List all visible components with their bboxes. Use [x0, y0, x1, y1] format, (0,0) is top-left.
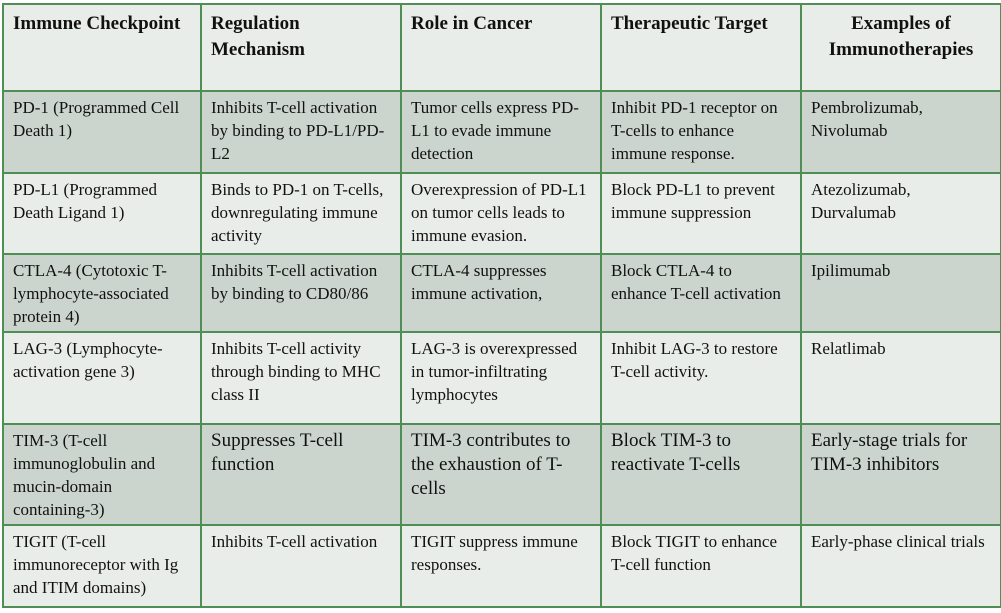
cell: Block CTLA-4 to enhance T-cell activatio…: [600, 253, 802, 333]
table-row: TIM-3 (T-cell immunoglobulin and mucin-d…: [2, 423, 1001, 526]
cell: PD-L1 (Programmed Death Ligand 1): [2, 172, 202, 255]
cell: Suppresses T-cell function: [200, 423, 402, 526]
cell: Block TIM-3 to reactivate T-cells: [600, 423, 802, 526]
cell: TIGIT (T-cell immunoreceptor with Ig and…: [2, 524, 202, 608]
cell: LAG-3 (Lymphocyte-activation gene 3): [2, 331, 202, 425]
header-row: Immune Checkpoint Regulation Mechanism R…: [2, 3, 1001, 92]
table-row: PD-L1 (Programmed Death Ligand 1)Binds t…: [2, 172, 1001, 255]
cell: Binds to PD-1 on T-cells, downregulating…: [200, 172, 402, 255]
cell: Inhibit LAG-3 to restore T-cell activity…: [600, 331, 802, 425]
table-row: TIGIT (T-cell immunoreceptor with Ig and…: [2, 524, 1001, 608]
cell: Inhibit PD-1 receptor on T-cells to enha…: [600, 90, 802, 174]
header-regulation-mechanism: Regulation Mechanism: [200, 3, 402, 92]
cell: Inhibits T-cell activation by binding to…: [200, 90, 402, 174]
table-row: LAG-3 (Lymphocyte-activation gene 3)Inhi…: [2, 331, 1001, 425]
header-therapeutic-target: Therapeutic Target: [600, 3, 802, 92]
cell: Inhibits T-cell activity through binding…: [200, 331, 402, 425]
cell: Relatlimab: [800, 331, 1001, 425]
immune-checkpoint-table: Immune Checkpoint Regulation Mechanism R…: [2, 3, 1001, 608]
cell: Atezolizumab, Durvalumab: [800, 172, 1001, 255]
table-row: CTLA-4 (Cytotoxic T-lymphocyte-associate…: [2, 253, 1001, 333]
table-row: PD-1 (Programmed Cell Death 1)Inhibits T…: [2, 90, 1001, 174]
cell: Pembrolizumab, Nivolumab: [800, 90, 1001, 174]
cell: Early-stage trials for TIM-3 inhibitors: [800, 423, 1001, 526]
cell: Inhibits T-cell activation: [200, 524, 402, 608]
cell: Block PD-L1 to prevent immune suppressio…: [600, 172, 802, 255]
cell: PD-1 (Programmed Cell Death 1): [2, 90, 202, 174]
cell: Early-phase clinical trials: [800, 524, 1001, 608]
header-examples: Examples of Immunotherapies: [800, 3, 1001, 92]
cell: TIM-3 (T-cell immunoglobulin and mucin-d…: [2, 423, 202, 526]
cell: LAG-3 is overexpressed in tumor-infiltra…: [400, 331, 602, 425]
cell: TIGIT suppress immune responses.: [400, 524, 602, 608]
cell: Block TIGIT to enhance T-cell function: [600, 524, 802, 608]
cell: CTLA-4 (Cytotoxic T-lymphocyte-associate…: [2, 253, 202, 333]
header-role-in-cancer: Role in Cancer: [400, 3, 602, 92]
header-immune-checkpoint: Immune Checkpoint: [2, 3, 202, 92]
cell: Ipilimumab: [800, 253, 1001, 333]
cell: Inhibits T-cell activation by binding to…: [200, 253, 402, 333]
cell: Tumor cells express PD-L1 to evade immun…: [400, 90, 602, 174]
cell: TIM-3 contributes to the exhaustion of T…: [400, 423, 602, 526]
cell: CTLA-4 suppresses immune activation,: [400, 253, 602, 333]
cell: Overexpression of PD-L1 on tumor cells l…: [400, 172, 602, 255]
